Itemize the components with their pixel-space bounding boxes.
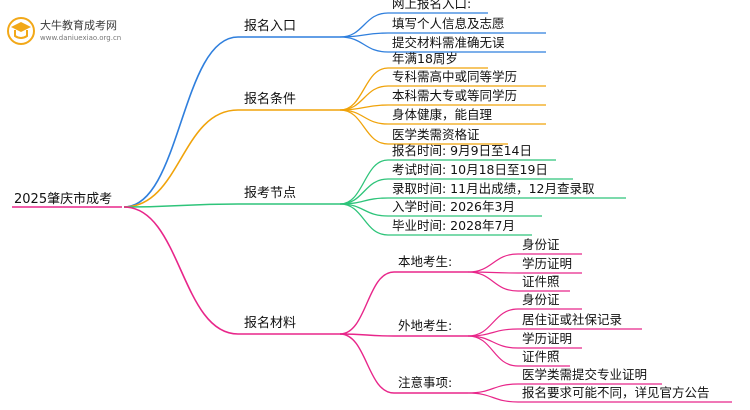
edge-group-leaf-0-2 [467, 271, 519, 292]
branch-1: 报名条件 [244, 92, 297, 107]
logo-icon [7, 17, 35, 45]
branch-3: 报名材料 [244, 316, 297, 331]
edge-root-3 [123, 206, 239, 335]
edge-group-2 [339, 333, 395, 394]
group-leaf-2-1: 报名要求可能不同，详见官方公告 [522, 385, 710, 400]
leaf-2-3: 入学时间: 2026年3月 [392, 199, 515, 214]
leaf-1-0: 年满18周岁 [392, 51, 458, 66]
leaf-2-2: 录取时间: 11月出成绩，12月查录取 [392, 181, 595, 196]
edge-group-0 [339, 271, 395, 335]
leaf-1-3: 身体健康，能自理 [392, 107, 493, 122]
group-leaf-0-0: 身份证 [522, 237, 560, 252]
leaf-2-0: 报名时间: 9月9日至14日 [392, 143, 532, 158]
edge-leaf-2-4 [339, 203, 389, 236]
edge-root-2 [123, 203, 239, 208]
leaf-2-4: 毕业时间: 2028年7月 [392, 218, 515, 233]
edge-leaf-0-2 [339, 36, 389, 53]
leaf-1-4: 医学类需资格证 [392, 127, 480, 142]
watermark: 大牛教育成考网 www.daniuexiao.org.cn [6, 14, 146, 48]
watermark-name: 大牛教育成考网 [40, 19, 117, 32]
leaf-1-1: 专科需高中或同等学历 [392, 69, 518, 84]
edge-leaf-1-4 [339, 109, 389, 145]
edge-root-0 [123, 36, 239, 208]
edge-group-leaf-2-1 [467, 392, 519, 403]
group-leaf-1-3: 证件照 [522, 349, 560, 364]
leaf-0-2: 提交材料需准确无误 [392, 35, 505, 50]
leaf-0-1: 填写个人信息及志愿 [392, 16, 505, 31]
group-leaf-0-1: 学历证明 [522, 256, 573, 271]
group-1: 外地考生: [398, 318, 453, 333]
edge-group-leaf-1-3 [467, 335, 519, 367]
branch-0: 报名入口 [244, 19, 297, 34]
watermark-url: www.daniuexiao.org.cn [40, 34, 122, 42]
root-node: 2025肇庆市成考 [14, 192, 113, 207]
group-leaf-1-1: 居住证或社保记录 [522, 312, 623, 327]
edge-group-1 [339, 333, 395, 337]
group-0: 本地考生: [398, 254, 453, 269]
group-leaf-2-0: 医学类需提交专业证明 [522, 367, 648, 382]
edge-root-1 [123, 109, 239, 208]
group-leaf-1-0: 身份证 [522, 292, 560, 307]
branch-2: 报考节点 [244, 186, 297, 201]
leaf-1-2: 本科需大专或等同学历 [392, 88, 518, 103]
group-2: 注意事项: [398, 375, 453, 390]
leaf-0-0: 网上报名入口: [392, 0, 472, 11]
leaf-2-1: 考试时间: 10月18日至19日 [392, 162, 548, 177]
group-leaf-0-2: 证件照 [522, 274, 560, 289]
group-leaf-1-2: 学历证明 [522, 331, 573, 346]
